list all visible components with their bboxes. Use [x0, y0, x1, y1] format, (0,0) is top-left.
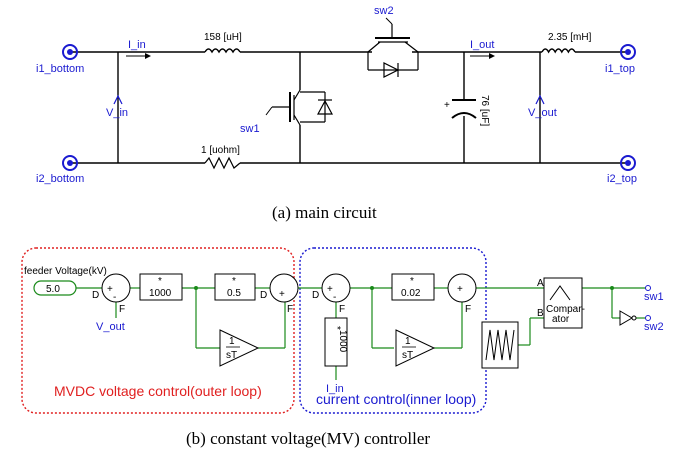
sum-junction-4: + F [447, 273, 477, 315]
gain-value: 0.02 [401, 288, 421, 299]
inductor-158uh: 158 [uH] [204, 32, 242, 54]
sum-junction-2: D + F [260, 273, 299, 315]
output-sw1-label: sw1 [644, 291, 664, 303]
current-meter-in: I_in [126, 39, 151, 59]
igbt-sw2: sw2 [367, 5, 419, 78]
component-label: 76 [uF] [479, 95, 490, 126]
comparator-line2: ator [552, 314, 570, 325]
sum-minus-label: - [333, 292, 336, 303]
comparator-line1: Compar- [546, 304, 585, 315]
iin-input-label: I_in [326, 383, 344, 395]
gain-value: 1000 [337, 330, 348, 353]
sum-plus-label: + [327, 284, 333, 295]
caption-main-circuit: (a) main circuit [272, 203, 377, 222]
meter-label: I_out [470, 39, 494, 51]
igbt-sw1: sw1 [240, 52, 334, 163]
inner-loop-label: current control(inner loop) [316, 391, 476, 407]
component-label: 1 [uohm] [201, 145, 240, 156]
integrator-1: 1 sT [219, 329, 260, 367]
terminal-i2-top: i2_top [607, 155, 637, 185]
terminal-label: i1_bottom [36, 63, 84, 75]
sum-f-label: F [287, 304, 293, 315]
integrator-den: sT [402, 350, 413, 361]
capacitor-76uf: + 76 [uF] [444, 52, 490, 163]
caption-controller: (b) constant voltage(MV) controller [186, 429, 430, 448]
plus-sign: + [444, 100, 450, 111]
sum-d-label: D [260, 290, 267, 301]
sum-junction-3: D + - F [312, 273, 351, 315]
gain-block-0-5: * 0.5 [214, 273, 256, 301]
gain-mult: * [232, 276, 236, 287]
switch-label: sw1 [240, 123, 260, 135]
triangle-wave-generator [481, 321, 519, 369]
terminal-label: i2_bottom [36, 173, 84, 185]
sum-plus-label: + [279, 289, 285, 300]
gain-block-0-02: * 0.02 [391, 273, 435, 301]
output-sw2-label: sw2 [644, 321, 664, 333]
terminal-i1-top: i1_top [605, 44, 636, 75]
meter-label: V_out [528, 107, 557, 119]
outer-loop-box [21, 247, 295, 414]
sum-plus-label: + [457, 284, 463, 295]
resistor-1uohm: 1 [uohm] [201, 145, 241, 170]
sum-f-label: F [465, 304, 471, 315]
gain-mult: * [158, 276, 162, 287]
integrator-den: sT [226, 350, 237, 361]
feeder-voltage-label: feeder Voltage(kV) [24, 266, 107, 277]
main-circuit: i1_bottom i2_bottom i1_top i2_top I_in V… [36, 5, 637, 222]
component-label: 2.35 [mH] [548, 32, 592, 43]
feeder-voltage-value: 5.0 [46, 284, 60, 295]
terminal-label: i1_top [605, 63, 635, 75]
sum-f-label: F [339, 304, 345, 315]
meter-label: V_in [106, 107, 128, 119]
switch-label: sw2 [374, 5, 394, 17]
terminal-label: i2_top [607, 173, 637, 185]
outer-loop-label: MVDC voltage control(outer loop) [54, 383, 262, 399]
voltage-meter-out: V_out [528, 52, 557, 163]
terminal-i2-bottom: i2_bottom [36, 155, 84, 185]
terminal-i1-bottom: i1_bottom [36, 44, 84, 75]
gain-block-1000: * 1000 [139, 273, 183, 301]
gain-mult: * [410, 276, 414, 287]
inductor-2-35mh: 2.35 [mH] [541, 32, 592, 54]
sum-junction-1: D + - F [92, 273, 131, 315]
gain-value: 1000 [149, 288, 172, 299]
gain-value: 0.5 [227, 288, 241, 299]
integrator-2: 1 sT [395, 329, 436, 367]
vout-input-label: V_out [96, 321, 125, 333]
comparator-b-label: B [537, 308, 544, 319]
component-label: 158 [uH] [204, 32, 242, 43]
gain-block-1000-vertical: * 1000 [324, 317, 348, 367]
sum-plus-label: + [107, 284, 113, 295]
sum-minus-label: - [113, 292, 116, 303]
meter-label: I_in [128, 39, 146, 51]
inverter-gate [619, 310, 637, 326]
sum-d-label: D [92, 290, 99, 301]
integrator-num: 1 [405, 336, 411, 347]
sum-f-label: F [119, 304, 125, 315]
gain-mult: * [331, 326, 342, 330]
comparator-a-label: A [537, 278, 544, 289]
voltage-meter-in: V_in [106, 52, 128, 163]
controller: MVDC voltage control(outer loop) current… [21, 247, 664, 448]
comparator-block: A B Compar- ator [537, 277, 585, 329]
current-meter-out: I_out [470, 39, 495, 59]
sum-d-label: D [312, 290, 319, 301]
integrator-num: 1 [229, 336, 235, 347]
